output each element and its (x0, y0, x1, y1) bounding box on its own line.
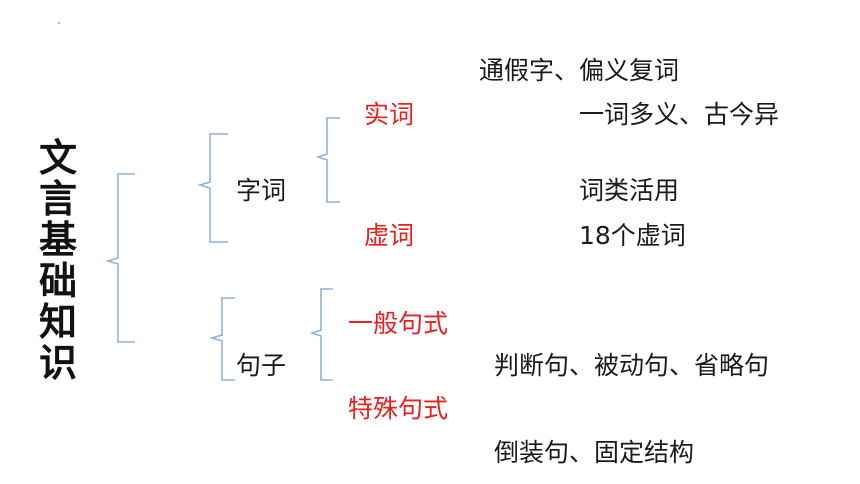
shici-xuci-bracket (315, 117, 340, 203)
root-char: 言 (38, 177, 77, 221)
shici-label: 实词 (364, 100, 415, 129)
shici-item: 词类活用 (579, 176, 680, 205)
juzi-label: 句子 (236, 351, 287, 380)
root-char: 础 (38, 259, 77, 303)
root-char: 文 (38, 136, 77, 180)
shici-item: 通假字、偏义复词 (479, 56, 680, 85)
root-char: 基 (38, 218, 77, 262)
root-title: 文 言 基 础 知 识 (36, 138, 80, 384)
teshu-item: 判断句、被动句、省略句 (494, 351, 770, 380)
xuci-label: 虚词 (364, 221, 415, 250)
yiban-label: 一般句式 (348, 309, 449, 338)
shici-item: 一词多义、古今异 (579, 100, 780, 129)
root-bracket (105, 173, 135, 343)
juzi-bracket (209, 297, 235, 381)
zici-bracket (197, 133, 228, 243)
teshu-item: 倒装句、固定结构 (494, 438, 695, 467)
teshu-label: 特殊句式 (348, 394, 449, 423)
decorative-dot (58, 22, 60, 24)
zici-label: 字词 (236, 176, 287, 205)
juzi-sub-bracket (309, 288, 333, 381)
xuci-item: 18个虚词 (579, 221, 686, 250)
root-char: 识 (38, 341, 77, 385)
root-char: 知 (38, 300, 77, 344)
